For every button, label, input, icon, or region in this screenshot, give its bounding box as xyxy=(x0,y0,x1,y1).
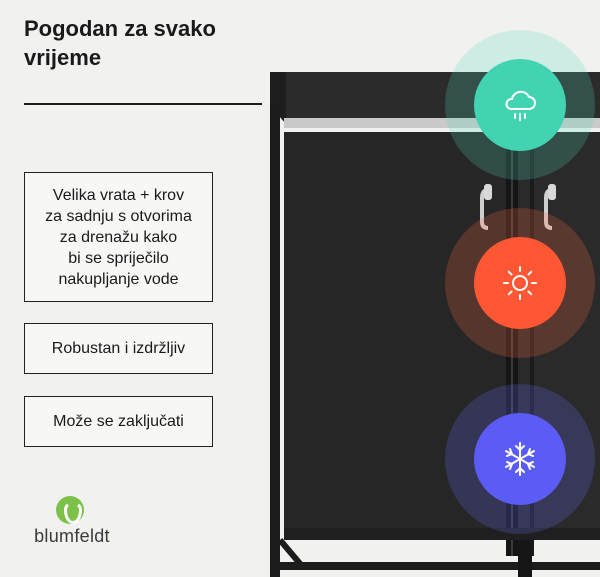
feature-text: Velika vrata + krov za sadnju s otvorima… xyxy=(45,186,192,288)
feature-text: Može se zaključati xyxy=(53,413,184,430)
weather-badge-sun xyxy=(445,208,595,358)
feature-box-lockable: Može se zaključati xyxy=(24,396,213,447)
feature-text: Robustan i izdržljiv xyxy=(51,340,186,357)
sun-icon xyxy=(503,266,537,300)
feature-box-drainage: Velika vrata + krov za sadnju s otvorima… xyxy=(24,172,213,302)
feature-box-durable: Robustan i izdržljiv xyxy=(24,323,213,374)
weather-badge-snow xyxy=(445,384,595,534)
rain-cloud-icon xyxy=(505,90,536,121)
weather-badge-rain xyxy=(445,30,595,180)
divider xyxy=(24,103,262,105)
headline: Pogodan za svako vrijeme xyxy=(24,16,216,70)
brand-logo: blumfeldt xyxy=(22,496,122,556)
brand-name: blumfeldt xyxy=(34,526,110,546)
snowflake-icon xyxy=(505,442,535,476)
cabinet-door-left xyxy=(284,132,506,532)
brand-mark-icon xyxy=(56,496,84,524)
